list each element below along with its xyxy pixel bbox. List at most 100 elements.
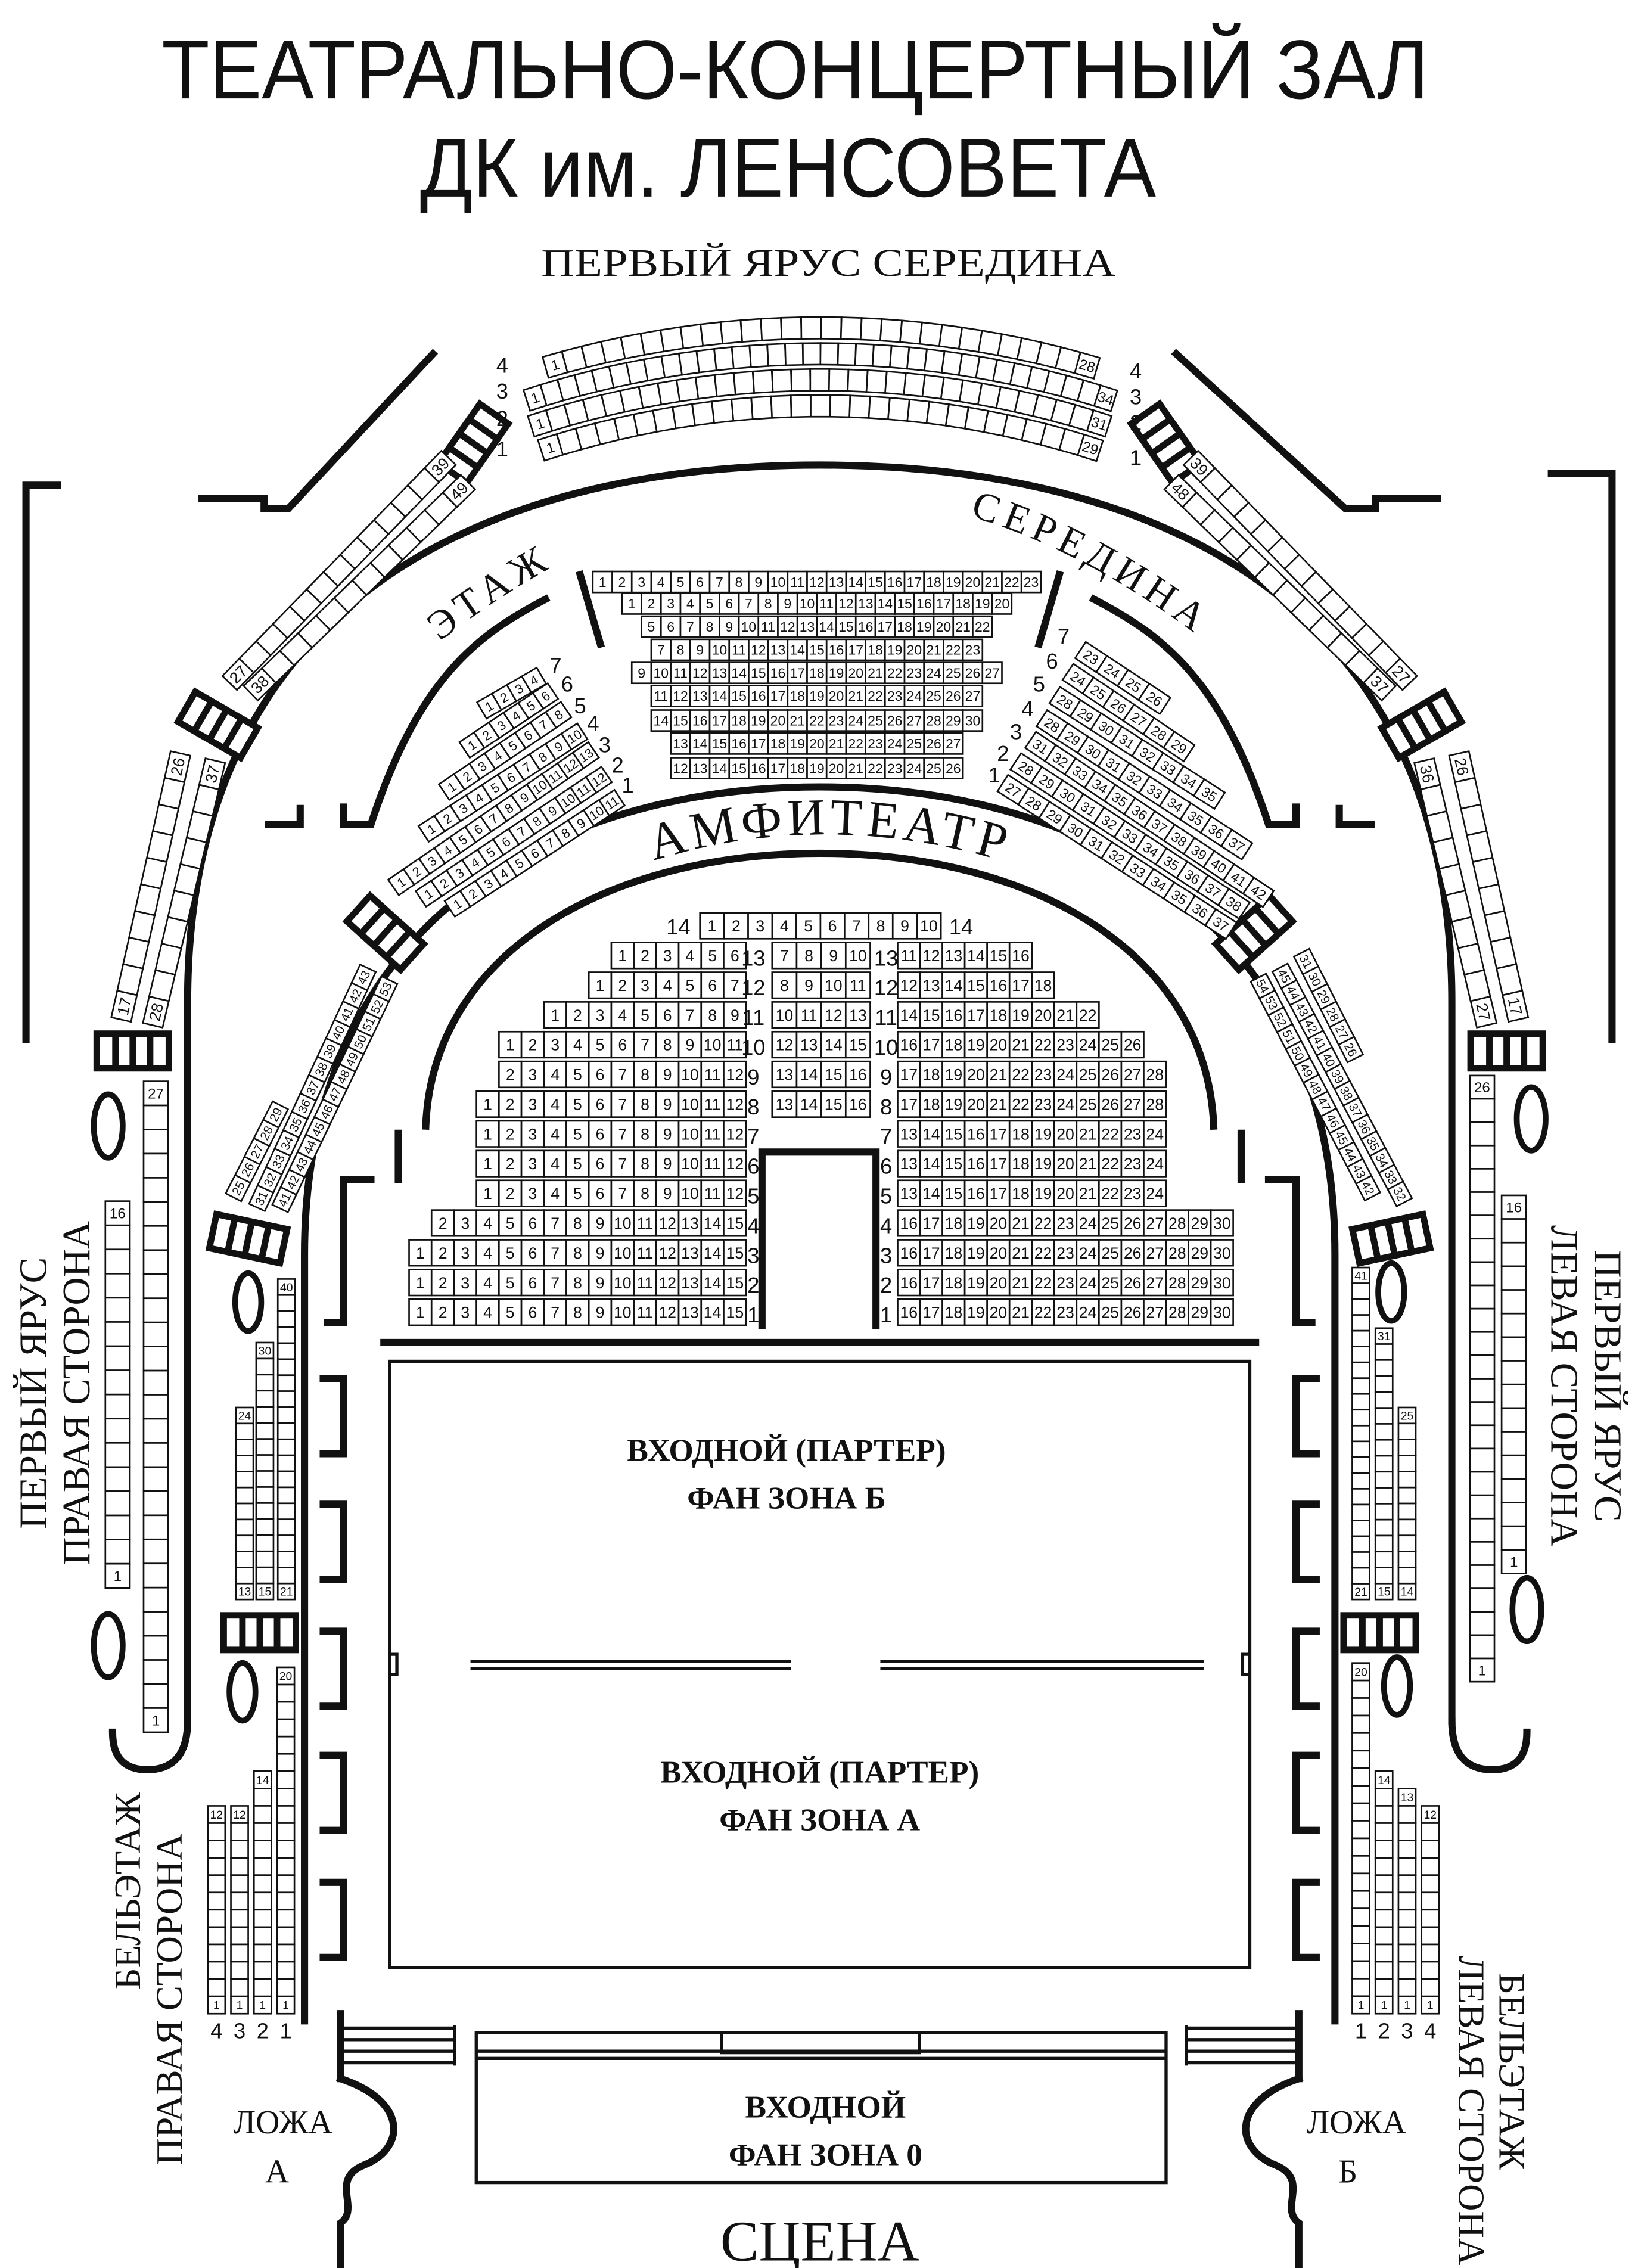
seat[interactable] [142, 1466, 169, 1492]
seat[interactable] [122, 936, 150, 970]
seat[interactable]: 32 [1117, 762, 1151, 794]
seat[interactable]: 20 [962, 570, 984, 594]
seat[interactable]: 19 [1008, 1001, 1033, 1029]
seat[interactable] [1374, 1455, 1394, 1473]
seat[interactable]: 20 [1031, 1001, 1055, 1029]
seat[interactable]: 34 [1093, 384, 1118, 412]
seat[interactable]: 20 [986, 1239, 1011, 1267]
seat[interactable] [1463, 969, 1491, 1002]
seat[interactable] [1469, 1144, 1496, 1170]
seat[interactable] [1374, 1978, 1394, 1997]
seat[interactable]: 7 [771, 942, 798, 970]
seat[interactable]: 17 [845, 638, 866, 661]
seat[interactable]: 9 [588, 1209, 613, 1237]
seat[interactable]: 29 [262, 1100, 290, 1129]
seat[interactable]: 28 [1165, 1298, 1189, 1326]
seat[interactable]: 1 [475, 1090, 500, 1118]
seat[interactable]: 37 [1196, 874, 1230, 906]
seat[interactable]: 21 [1053, 1001, 1078, 1029]
seat[interactable] [142, 1321, 169, 1347]
seat[interactable] [1351, 1472, 1370, 1490]
seat[interactable]: 11 [700, 1179, 725, 1207]
seat[interactable]: 8 [700, 1001, 725, 1029]
seat[interactable] [142, 1104, 169, 1130]
seat[interactable] [207, 1978, 226, 1997]
seat[interactable] [1500, 1218, 1527, 1244]
seat[interactable]: 18 [941, 1269, 966, 1297]
seat[interactable]: 21 [1008, 1269, 1033, 1297]
seat[interactable]: 32 [1092, 806, 1126, 839]
seat[interactable] [253, 1909, 272, 1928]
seat[interactable]: 21 [1076, 1179, 1100, 1207]
seat[interactable]: 16 [897, 1239, 921, 1267]
seat[interactable]: 17 [919, 1209, 943, 1237]
seat[interactable] [104, 1273, 131, 1299]
seat[interactable]: 42 [1355, 1175, 1382, 1202]
seat[interactable]: 22 [1008, 1090, 1033, 1118]
seat[interactable]: 44 [296, 1133, 323, 1161]
seat[interactable]: 37 [1204, 908, 1238, 940]
seat[interactable] [1397, 1551, 1417, 1568]
seat[interactable]: 15 [919, 1001, 943, 1029]
seat[interactable]: 9 [795, 971, 822, 999]
seat[interactable]: 39 [1182, 837, 1216, 869]
seat[interactable]: 28 [253, 1119, 280, 1148]
seat[interactable] [276, 1470, 296, 1489]
seat[interactable]: 20 [1053, 1179, 1078, 1207]
seat[interactable]: 15 [723, 1269, 747, 1297]
seat[interactable] [276, 1454, 296, 1472]
seat[interactable]: 34 [1142, 868, 1176, 900]
seat[interactable]: 1 [207, 1995, 226, 2015]
seat[interactable] [1351, 1785, 1370, 1804]
seat[interactable]: 26 [234, 1155, 261, 1184]
seat[interactable]: 20 [903, 638, 925, 661]
seat[interactable]: 32 [1130, 738, 1164, 771]
seat[interactable] [676, 376, 700, 403]
seat[interactable]: 12 [655, 1209, 680, 1237]
seat[interactable] [732, 370, 756, 396]
seat[interactable]: 17 [986, 1179, 1011, 1207]
seat[interactable] [691, 400, 716, 427]
seat[interactable]: 24 [1076, 1030, 1100, 1059]
seat[interactable]: 5 [700, 942, 725, 970]
seat[interactable]: 13 [670, 732, 691, 755]
seat[interactable]: 22 [1098, 1120, 1123, 1148]
seat[interactable]: 51 [1276, 1023, 1303, 1051]
seat[interactable]: 6 [520, 1209, 545, 1237]
seat[interactable]: 26 [1469, 1074, 1496, 1100]
seat[interactable]: 21 [845, 685, 866, 707]
seat[interactable] [1500, 1265, 1527, 1291]
seat[interactable]: 14 [874, 592, 896, 615]
seat[interactable]: 29 [1056, 722, 1090, 754]
seat[interactable] [1484, 910, 1512, 943]
seat[interactable] [139, 856, 168, 890]
seat[interactable] [1374, 1518, 1394, 1537]
seat[interactable]: 6 [588, 1149, 613, 1178]
seat[interactable]: 26 [1120, 1209, 1145, 1237]
seat[interactable] [731, 396, 754, 422]
seat[interactable]: 8 [771, 971, 798, 999]
seat[interactable]: 13 [708, 661, 731, 685]
seat[interactable]: 16 [986, 971, 1011, 999]
seat[interactable] [276, 1961, 296, 1980]
seat[interactable] [1351, 1872, 1370, 1892]
seat[interactable] [207, 1943, 226, 1963]
seat[interactable] [828, 368, 850, 392]
seat[interactable]: 7 [677, 1001, 703, 1029]
seat[interactable]: 5 [498, 1269, 523, 1297]
seat[interactable] [906, 346, 928, 372]
seat[interactable] [255, 1422, 275, 1440]
seat[interactable] [1469, 1214, 1496, 1240]
seat[interactable] [1351, 1732, 1370, 1752]
seat[interactable] [230, 1926, 249, 1946]
seat[interactable] [1397, 1471, 1417, 1489]
seat[interactable]: 6 [588, 1090, 613, 1118]
seat[interactable]: 3 [633, 971, 657, 999]
seat[interactable]: 19 [963, 1239, 988, 1267]
seat[interactable]: 35 [1163, 881, 1196, 914]
seat[interactable]: 31 [1374, 1327, 1394, 1345]
seat[interactable]: 8 [633, 1149, 657, 1178]
seat[interactable]: 11 [670, 661, 691, 685]
seat[interactable] [884, 370, 907, 396]
seat[interactable]: 14 [919, 1179, 943, 1207]
